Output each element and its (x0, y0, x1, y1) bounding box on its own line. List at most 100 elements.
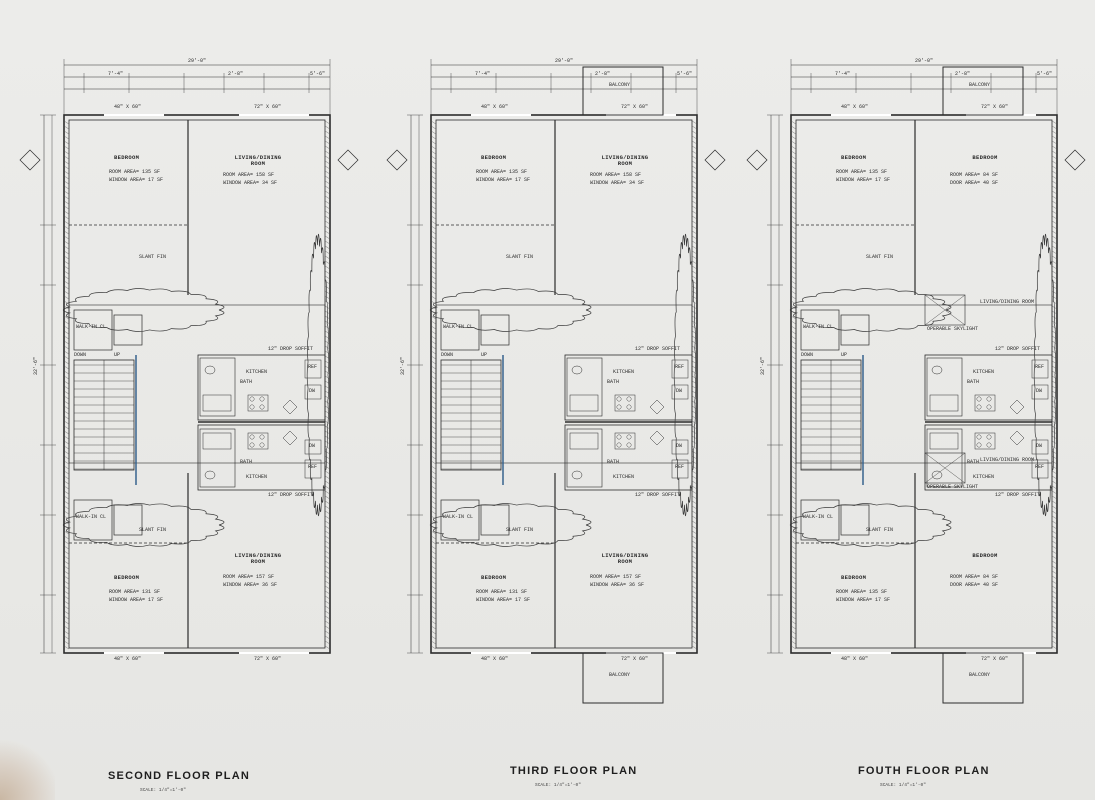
wall-hatch (430, 480, 437, 485)
wall-hatch (1051, 565, 1058, 570)
wall-hatch (324, 500, 331, 505)
wall-hatch (430, 145, 437, 150)
wall-hatch (430, 185, 437, 190)
exterior-wall-inner (68, 119, 326, 649)
wall-hatch (1051, 645, 1058, 650)
wall-hatch (324, 560, 331, 565)
wall-hatch (430, 630, 437, 635)
wall-hatch (1051, 640, 1058, 645)
wall-hatch (324, 300, 331, 305)
wall-hatch (324, 405, 331, 410)
wall-hatch (790, 550, 797, 555)
upper-living-label: LIVING/DINING ROOM (601, 154, 649, 167)
wall-hatch (430, 195, 437, 200)
wall-hatch (790, 445, 797, 450)
wall-hatch (691, 160, 698, 165)
wall-hatch (63, 225, 70, 230)
wall-hatch (1051, 445, 1058, 450)
wall-hatch (430, 600, 437, 605)
wall-hatch (790, 545, 797, 550)
wall-hatch (430, 510, 437, 515)
wall-hatch (691, 595, 698, 600)
tub (202, 394, 232, 412)
kitchen-label-lower: KITCHEN (246, 474, 268, 480)
toilet (204, 470, 216, 480)
wall-hatch (324, 505, 331, 510)
wall-hatch (430, 180, 437, 185)
wall-hatch (790, 485, 797, 490)
lower-window-right-dim: 72" X 60" (254, 656, 282, 662)
stair-up-label: UP (114, 352, 121, 358)
lower-window-right-dim: 72" X 60" (621, 656, 649, 662)
dw-label-upper: DW (1036, 388, 1043, 394)
wall-hatch (430, 405, 437, 410)
upper-window-left-dim: 48" X 60" (841, 104, 869, 110)
wall-hatch (430, 130, 437, 135)
wall-hatch (63, 620, 70, 625)
lower-bedroom-window: WINDOW AREA= 17 SF (476, 597, 531, 603)
wall-hatch (1051, 370, 1058, 375)
ref-label-upper: REF (675, 364, 685, 370)
wall-hatch (790, 630, 797, 635)
wall-hatch (1051, 225, 1058, 230)
wall-hatch (691, 165, 698, 170)
wall-hatch (63, 170, 70, 175)
wall-hatch (1051, 220, 1058, 225)
wall-hatch (790, 420, 797, 425)
wall-hatch (324, 465, 331, 470)
wall-hatch (1051, 615, 1058, 620)
wall-hatch (790, 160, 797, 165)
wall-hatch (1051, 155, 1058, 160)
core-zone (68, 304, 326, 464)
wall-hatch (430, 520, 437, 525)
burner (976, 442, 982, 448)
wall-hatch (790, 255, 797, 260)
walk-in-label-lower: WALK-IN CL (803, 514, 834, 520)
section-marker-right (704, 149, 726, 171)
wall-hatch (324, 395, 331, 400)
drop-soffit-lower: 12" DROP SOFFIT (635, 492, 681, 498)
wall-hatch (1051, 570, 1058, 575)
wall-hatch (63, 200, 70, 205)
wall-hatch (790, 350, 797, 355)
skylight-lower (924, 452, 966, 484)
burner (249, 442, 255, 448)
wall-hatch (1051, 530, 1058, 535)
ref-label-lower: REF (1035, 464, 1045, 470)
wall-hatch (324, 375, 331, 380)
wall-hatch (63, 165, 70, 170)
wall-hatch (1051, 140, 1058, 145)
wall-hatch (63, 505, 70, 510)
wall-hatch (790, 355, 797, 360)
wall-hatch (691, 120, 698, 125)
wall-hatch (63, 290, 70, 295)
wall-hatch (1051, 175, 1058, 180)
bath-label-upper: BATH (240, 379, 253, 385)
wall-hatch (430, 435, 437, 440)
wall-hatch (691, 645, 698, 650)
wall-hatch (430, 395, 437, 400)
burner (626, 404, 632, 410)
skylight-upper (924, 294, 966, 326)
wall-hatch (691, 445, 698, 450)
range (614, 394, 636, 412)
wall-hatch (1051, 200, 1058, 205)
wall-hatch (63, 470, 70, 475)
wall-hatch (790, 535, 797, 540)
wall-hatch (790, 155, 797, 160)
wall-hatch (430, 385, 437, 390)
wall-hatch (691, 530, 698, 535)
wall-hatch (63, 370, 70, 375)
wall-hatch (430, 255, 437, 260)
wall-hatch (1051, 460, 1058, 465)
wall-hatch (790, 440, 797, 445)
wall-hatch (1051, 390, 1058, 395)
revision-cloud (62, 503, 225, 547)
dw-label-lower: DW (1036, 443, 1043, 449)
wall-hatch (430, 415, 437, 420)
wall-hatch (63, 360, 70, 365)
wall-hatch (324, 350, 331, 355)
wall-hatch (1051, 340, 1058, 345)
wall-hatch (430, 425, 437, 430)
